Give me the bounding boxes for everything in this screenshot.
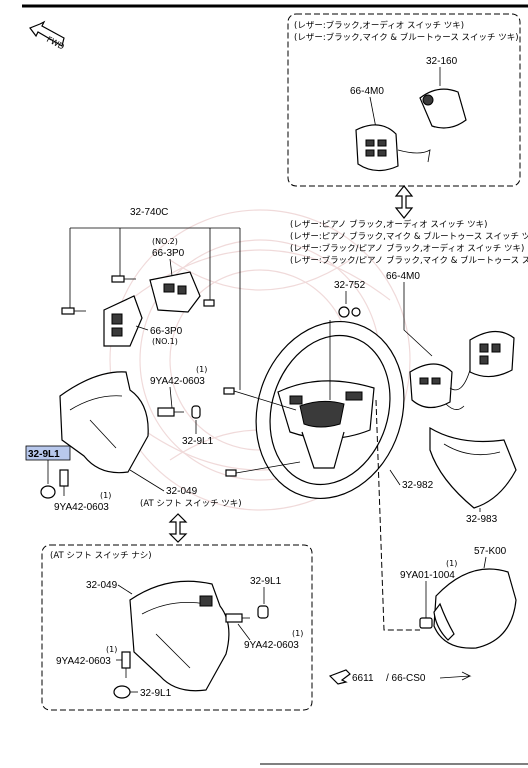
label-9ya01-1004: 9YA01-1004	[400, 570, 455, 581]
steering-switch-66-4m0-top	[355, 124, 431, 172]
variant-arrow-icon-bottom	[168, 513, 188, 543]
label-66-4m0-top: 66-4M0	[350, 86, 384, 97]
mid-right-note-3: (レザー:ブラック/ピアノ ブラック,オーディオ スイッチ ツキ)	[290, 243, 524, 254]
label-32-982: 32-982	[402, 480, 434, 491]
ref-6611[interactable]: 6611	[352, 673, 374, 684]
screw-icon-a	[111, 275, 136, 283]
top-right-note-1: (レザー:ブラック,オーディオ スイッチ ツキ)	[294, 20, 464, 31]
label-32-9l1-b: 32-9L1	[250, 576, 282, 587]
qty-1-b: (1)	[100, 491, 111, 500]
screw-icon-wheel-a	[223, 387, 235, 395]
switch-cover-32-160	[419, 88, 467, 129]
lower-trim-32-983	[429, 426, 517, 509]
washer-icon-32-752	[338, 306, 361, 318]
label-32-9l1-highlight: 32-9L1	[28, 449, 60, 460]
bottom-left-variant-box	[41, 544, 313, 711]
bottom-left-note: (AT シフト スイッチ ナシ)	[50, 551, 152, 561]
steering-wheel-32-982	[255, 320, 405, 500]
variant-arrow-icon-top	[394, 185, 414, 219]
label-32-049-a: 32-049	[166, 486, 198, 497]
bracket-66-3p0-no1	[103, 295, 143, 347]
label-9ya42-0603-c: 9YA42-0603	[244, 640, 299, 651]
qty-1-c: (1)	[292, 629, 303, 638]
label-9ya42-0603-b: 9YA42-0603	[54, 502, 109, 513]
label-32-160: 32-160	[426, 56, 458, 67]
reference-hand-icon	[328, 669, 351, 685]
mid-right-note-2: (レザー:ピアノ ブラック,マイク & ブルートゥース スイッチ ツキ)	[290, 231, 528, 242]
label-32-049-b: 32-049	[86, 580, 118, 591]
label-no1: (NO.1)	[152, 337, 178, 346]
ref-66-cs0[interactable]: / 66-CS0	[386, 673, 426, 684]
label-32-740c: 32-740C	[130, 207, 168, 218]
bolt-icon-a	[157, 407, 184, 417]
label-32-983: 32-983	[466, 514, 498, 525]
bracket-66-3p0-no2	[149, 271, 201, 313]
label-57-k00: 57-K00	[474, 546, 507, 557]
bolt-icon-d	[121, 651, 131, 678]
steering-switch-66-4m0-mid	[409, 330, 515, 410]
mid-right-note-1: (レザー:ピアノ ブラック,オーディオ スイッチ ツキ)	[290, 219, 487, 230]
column-cover-32-049-b	[129, 580, 230, 692]
top-right-note-2: (レザー:ブラック,マイク & ブルートゥース スイッチ ツキ)	[294, 32, 519, 43]
at-switch-note: (AT シフト スイッチ ツキ)	[140, 499, 242, 509]
qty-1-d: (1)	[106, 645, 117, 654]
label-66-3p0-lower: 66-3P0	[150, 326, 183, 337]
label-66-4m0-mid: 66-4M0	[386, 271, 420, 282]
label-no2: (NO.2)	[152, 237, 178, 246]
fwd-arrow-icon: FWD	[29, 20, 66, 52]
bolt-icon-e	[419, 617, 433, 629]
qty-1-e: (1)	[446, 559, 457, 568]
airbag-module-57-k00	[433, 568, 517, 649]
bolt-icon-b	[59, 469, 69, 496]
clip-icon-a	[191, 405, 201, 419]
qty-1-a: (1)	[196, 365, 207, 374]
clip-icon-d	[113, 685, 131, 699]
bolt-icon-c	[225, 613, 250, 623]
label-32-752: 32-752	[334, 280, 366, 291]
screw-icon-wheel-b	[225, 469, 237, 477]
clip-icon-b	[40, 485, 56, 499]
column-cover-32-049-a	[59, 371, 149, 474]
mid-right-note-4: (レザー:ブラック/ピアノ ブラック,マイク & ブルートゥース スイッチ ツキ…	[290, 255, 528, 266]
clip-icon-c	[257, 605, 269, 619]
label-9ya42-0603-d: 9YA42-0603	[56, 656, 111, 667]
highlight-32-9l1[interactable]: 32-9L1	[25, 445, 71, 461]
label-32-9l1-a: 32-9L1	[182, 436, 214, 447]
screw-icon-b	[61, 307, 86, 315]
screw-icon-c	[203, 299, 215, 307]
label-9ya42-0603-a: 9YA42-0603	[150, 376, 205, 387]
label-32-9l1-c: 32-9L1	[140, 688, 172, 699]
label-66-3p0-upper: 66-3P0	[152, 248, 185, 259]
